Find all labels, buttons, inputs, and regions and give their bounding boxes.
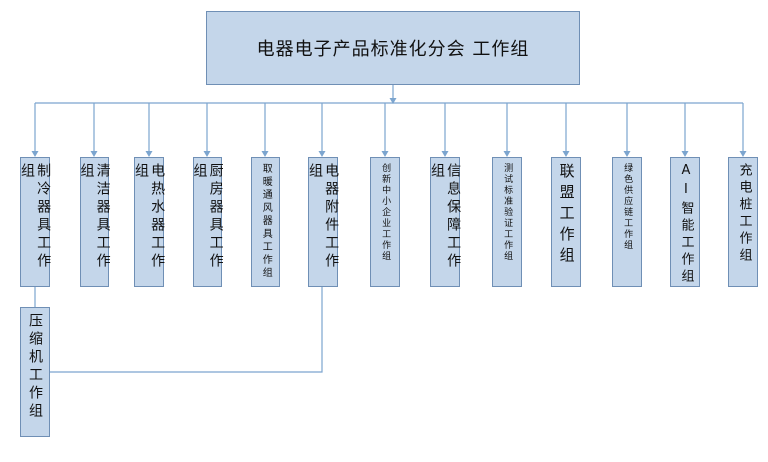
group-node-reshui: 电热水器工作组: [133, 157, 166, 287]
group-node-chuangxin: 创新中小企业工作组: [370, 157, 400, 287]
group-label: 电热水器工作组: [133, 163, 166, 271]
group-node-chongdian: 充电桩工作组: [728, 157, 758, 287]
root-title: 电器电子产品标准化分会 工作组: [256, 39, 530, 60]
group-label: 清洁器具工作组: [78, 163, 111, 271]
group-node-qunuan: 取暖通风器具工作组: [251, 157, 280, 287]
group-label: 取暖通风器具工作组: [260, 163, 272, 280]
group-node-ai: AI智能工作组: [670, 157, 700, 287]
group-label: 充电桩工作组: [736, 163, 752, 265]
group-label: 电器附件工作组: [307, 163, 340, 271]
group-node-lianmeng: 联盟工作组: [551, 157, 581, 287]
group-node-fujian: 电器附件工作组: [307, 157, 340, 287]
group-label: 信息保障工作组: [429, 163, 462, 271]
group-label: 绿色供应链工作组: [622, 163, 633, 251]
subgroup-node-yasuoji: 压缩机工作组: [20, 307, 50, 437]
root-node: 电器电子产品标准化分会 工作组: [206, 11, 580, 85]
group-label: 创新中小企业工作组: [380, 163, 391, 262]
group-node-lvse: 绿色供应链工作组: [612, 157, 642, 287]
group-label: 制冷器具工作组: [19, 163, 52, 271]
group-label: 厨房器具工作组: [191, 163, 224, 271]
group-node-ceshi: 测试标准验证工作组: [492, 157, 522, 287]
group-node-qingjie: 清洁器具工作组: [78, 157, 111, 287]
group-label: AI智能工作组: [678, 163, 694, 286]
group-label: 联盟工作组: [557, 163, 576, 268]
group-label: 测试标准验证工作组: [502, 163, 513, 262]
group-node-xinxi: 信息保障工作组: [429, 157, 462, 287]
group-node-chufang: 厨房器具工作组: [191, 157, 224, 287]
subgroup-label: 压缩机工作组: [27, 313, 44, 421]
group-node-zhileng: 制冷器具工作组: [19, 157, 52, 287]
